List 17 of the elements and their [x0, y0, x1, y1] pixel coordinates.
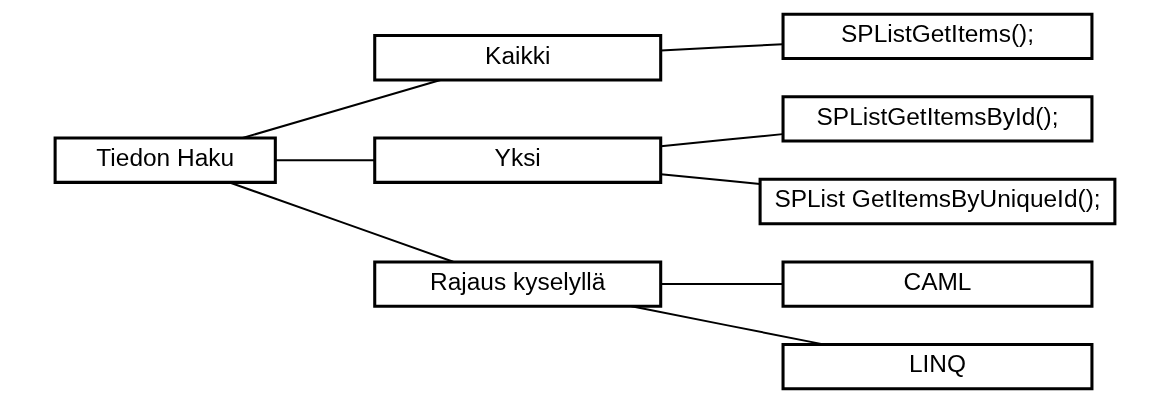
node-box: Kaikki	[372, 34, 662, 82]
connector	[273, 159, 375, 162]
node-box: CAML	[781, 260, 1093, 308]
node-box: Tiedon Haku	[53, 136, 277, 184]
node-box: LINQ	[781, 342, 1093, 391]
node-box: Rajaus kyselyllä	[372, 260, 662, 308]
connector	[241, 78, 441, 139]
node-box: SPList GetItemsByUniqueId();	[758, 177, 1116, 226]
connector	[659, 283, 784, 286]
connector	[659, 43, 784, 52]
connector	[659, 173, 761, 186]
node-box: SPListGetItems();	[781, 12, 1093, 61]
connector	[228, 181, 454, 263]
node-box: Yksi	[372, 136, 662, 184]
node-box: SPListGetItemsById();	[781, 95, 1093, 143]
connector	[629, 305, 825, 346]
connector	[659, 133, 784, 148]
